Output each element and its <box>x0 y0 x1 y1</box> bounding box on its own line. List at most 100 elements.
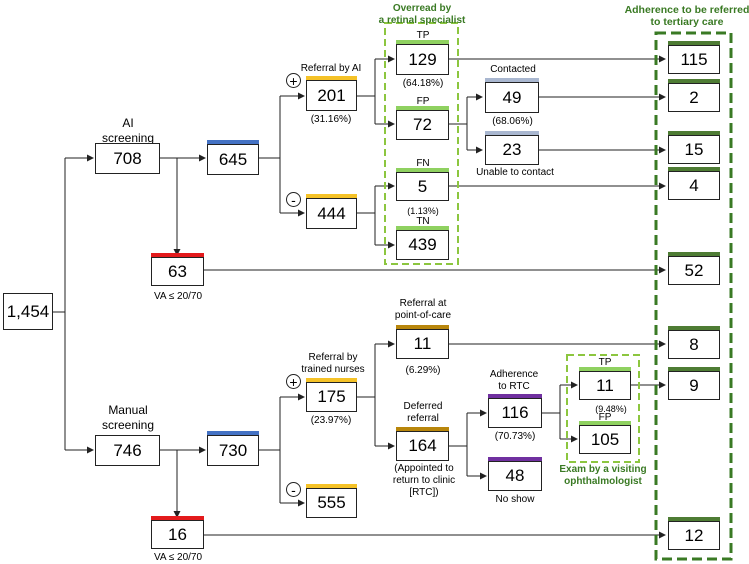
nurse-positive-value: 175 <box>317 387 346 406</box>
green-bar <box>579 367 631 371</box>
tertiary-node-2: 2 <box>668 79 720 112</box>
yellow-bar <box>306 194 357 198</box>
noshow-value: 48 <box>505 466 525 485</box>
blue-bar <box>207 431 259 435</box>
tertiary-value-4: 4 <box>689 175 699 195</box>
ai-va-value: 63 <box>168 261 187 281</box>
nurse-negative-node: 555 <box>306 484 357 518</box>
red-bar <box>151 516 204 520</box>
noshow-label: No show <box>495 494 535 505</box>
ai-screening-label: AI screening <box>101 116 155 145</box>
minus-sign-manual: - <box>286 482 301 497</box>
contacted-label: Contacted <box>490 64 536 75</box>
tertiary-node-6: 8 <box>668 326 720 359</box>
manual-va-node: 16 <box>151 516 204 549</box>
minus-sign-ai: - <box>286 192 301 207</box>
adherence-title: Adherence to be referred to tertiary car… <box>624 4 749 28</box>
tn-value: 439 <box>408 235 437 254</box>
grey-bar <box>485 78 539 82</box>
green-bar <box>579 421 631 425</box>
visiting-dashed-box <box>566 354 640 463</box>
green-bar <box>396 106 449 110</box>
dark-green-bar <box>668 326 720 330</box>
grey-bar <box>485 131 539 135</box>
manual-screening-value: 746 <box>113 440 142 460</box>
ai-screening-node: 708 <box>95 143 160 174</box>
tertiary-value-2: 2 <box>689 87 699 107</box>
ai-645-node: 645 <box>207 140 259 175</box>
brown-bar <box>396 427 449 431</box>
deferred-label: Deferred referral <box>403 401 443 424</box>
deferred-node: 164 <box>396 427 449 461</box>
dark-green-bar <box>668 252 720 256</box>
fn-node: 5 <box>396 168 449 201</box>
fp-value: 72 <box>413 115 432 134</box>
ai-negative-node: 444 <box>306 194 357 229</box>
tertiary-node-7: 9 <box>668 367 720 400</box>
adherence-percent-label: (70.73%) <box>494 431 536 442</box>
dark-green-bar <box>668 367 720 371</box>
tn-label: TN <box>416 216 430 227</box>
nurse-positive-node: 175 <box>306 378 357 412</box>
tertiary-value-3: 15 <box>684 139 704 159</box>
tertiary-node-4: 4 <box>668 167 720 200</box>
va-label-1: VA ≤ 20/70 <box>153 291 203 302</box>
manual-screening-label: Manual screening <box>101 403 155 432</box>
visit-tp-value: 11 <box>596 375 614 395</box>
dark-green-bar <box>668 517 720 521</box>
ai-va-node: 63 <box>151 253 204 286</box>
exam-title: Exam by a visiting ophthalmologist <box>559 464 647 487</box>
unable-value: 23 <box>502 140 522 159</box>
dark-green-bar <box>668 131 720 135</box>
dark-green-bar <box>668 167 720 171</box>
manual-screening-node: 746 <box>95 435 160 466</box>
fn-label: FN <box>416 158 430 169</box>
tp-label: TP <box>416 30 430 41</box>
fn-percent-label: (1.13%) <box>407 206 439 216</box>
tertiary-value-6: 8 <box>689 334 699 354</box>
referral-ai-label: Referral by AI <box>300 63 362 74</box>
green-bar <box>396 226 449 230</box>
tertiary-value-1: 115 <box>680 49 708 69</box>
manual-730-node: 730 <box>207 431 259 466</box>
poc-value: 11 <box>413 334 432 353</box>
purple-bar <box>488 457 542 461</box>
va-label-2: VA ≤ 20/70 <box>153 552 203 563</box>
tp-node: 129 <box>396 40 449 75</box>
adherence-node: 116 <box>488 394 542 428</box>
referral-nurses-label: Referral by trained nurses <box>301 352 365 375</box>
blue-bar <box>207 140 259 144</box>
visit-tp-label: TP <box>598 357 612 368</box>
tp-value: 129 <box>408 49 437 69</box>
noshow-node: 48 <box>488 457 542 491</box>
deferred-value: 164 <box>408 436 437 455</box>
dark-green-bar <box>668 79 720 83</box>
ai-645-value: 645 <box>218 149 248 169</box>
total-value: 1,454 <box>6 301 50 321</box>
ai-negative-value: 444 <box>317 203 346 223</box>
ai-screening-value: 708 <box>113 148 142 168</box>
tertiary-node-5: 52 <box>668 252 720 285</box>
tertiary-value-5: 52 <box>684 260 704 280</box>
dark-green-bar <box>668 41 720 45</box>
contacted-percent-label: (68.06%) <box>492 116 533 127</box>
green-bar <box>396 40 449 44</box>
visit-fp-node: 105 <box>579 421 631 454</box>
unable-node: 23 <box>485 131 539 165</box>
yellow-bar <box>306 378 357 382</box>
adherence-rtc-label: Adherence to RTC <box>489 369 539 392</box>
overread-dashed-box <box>384 22 459 265</box>
poc-label: Referral at point-of-care <box>394 298 452 321</box>
ai-positive-node: 201 <box>306 76 357 111</box>
tertiary-node-8: 12 <box>668 517 720 550</box>
contacted-node: 49 <box>485 78 539 113</box>
fp-label: FP <box>416 96 430 107</box>
tertiary-dashed-box <box>654 31 733 561</box>
visit-tp-node: 11 <box>579 367 631 400</box>
tertiary-value-7: 9 <box>689 375 699 395</box>
nurse-negative-value: 555 <box>317 493 346 512</box>
plus-sign-ai: + <box>286 73 301 88</box>
tp-percent-label: (64.18%) <box>402 78 444 89</box>
brown-bar <box>396 325 449 329</box>
purple-bar <box>488 394 542 398</box>
